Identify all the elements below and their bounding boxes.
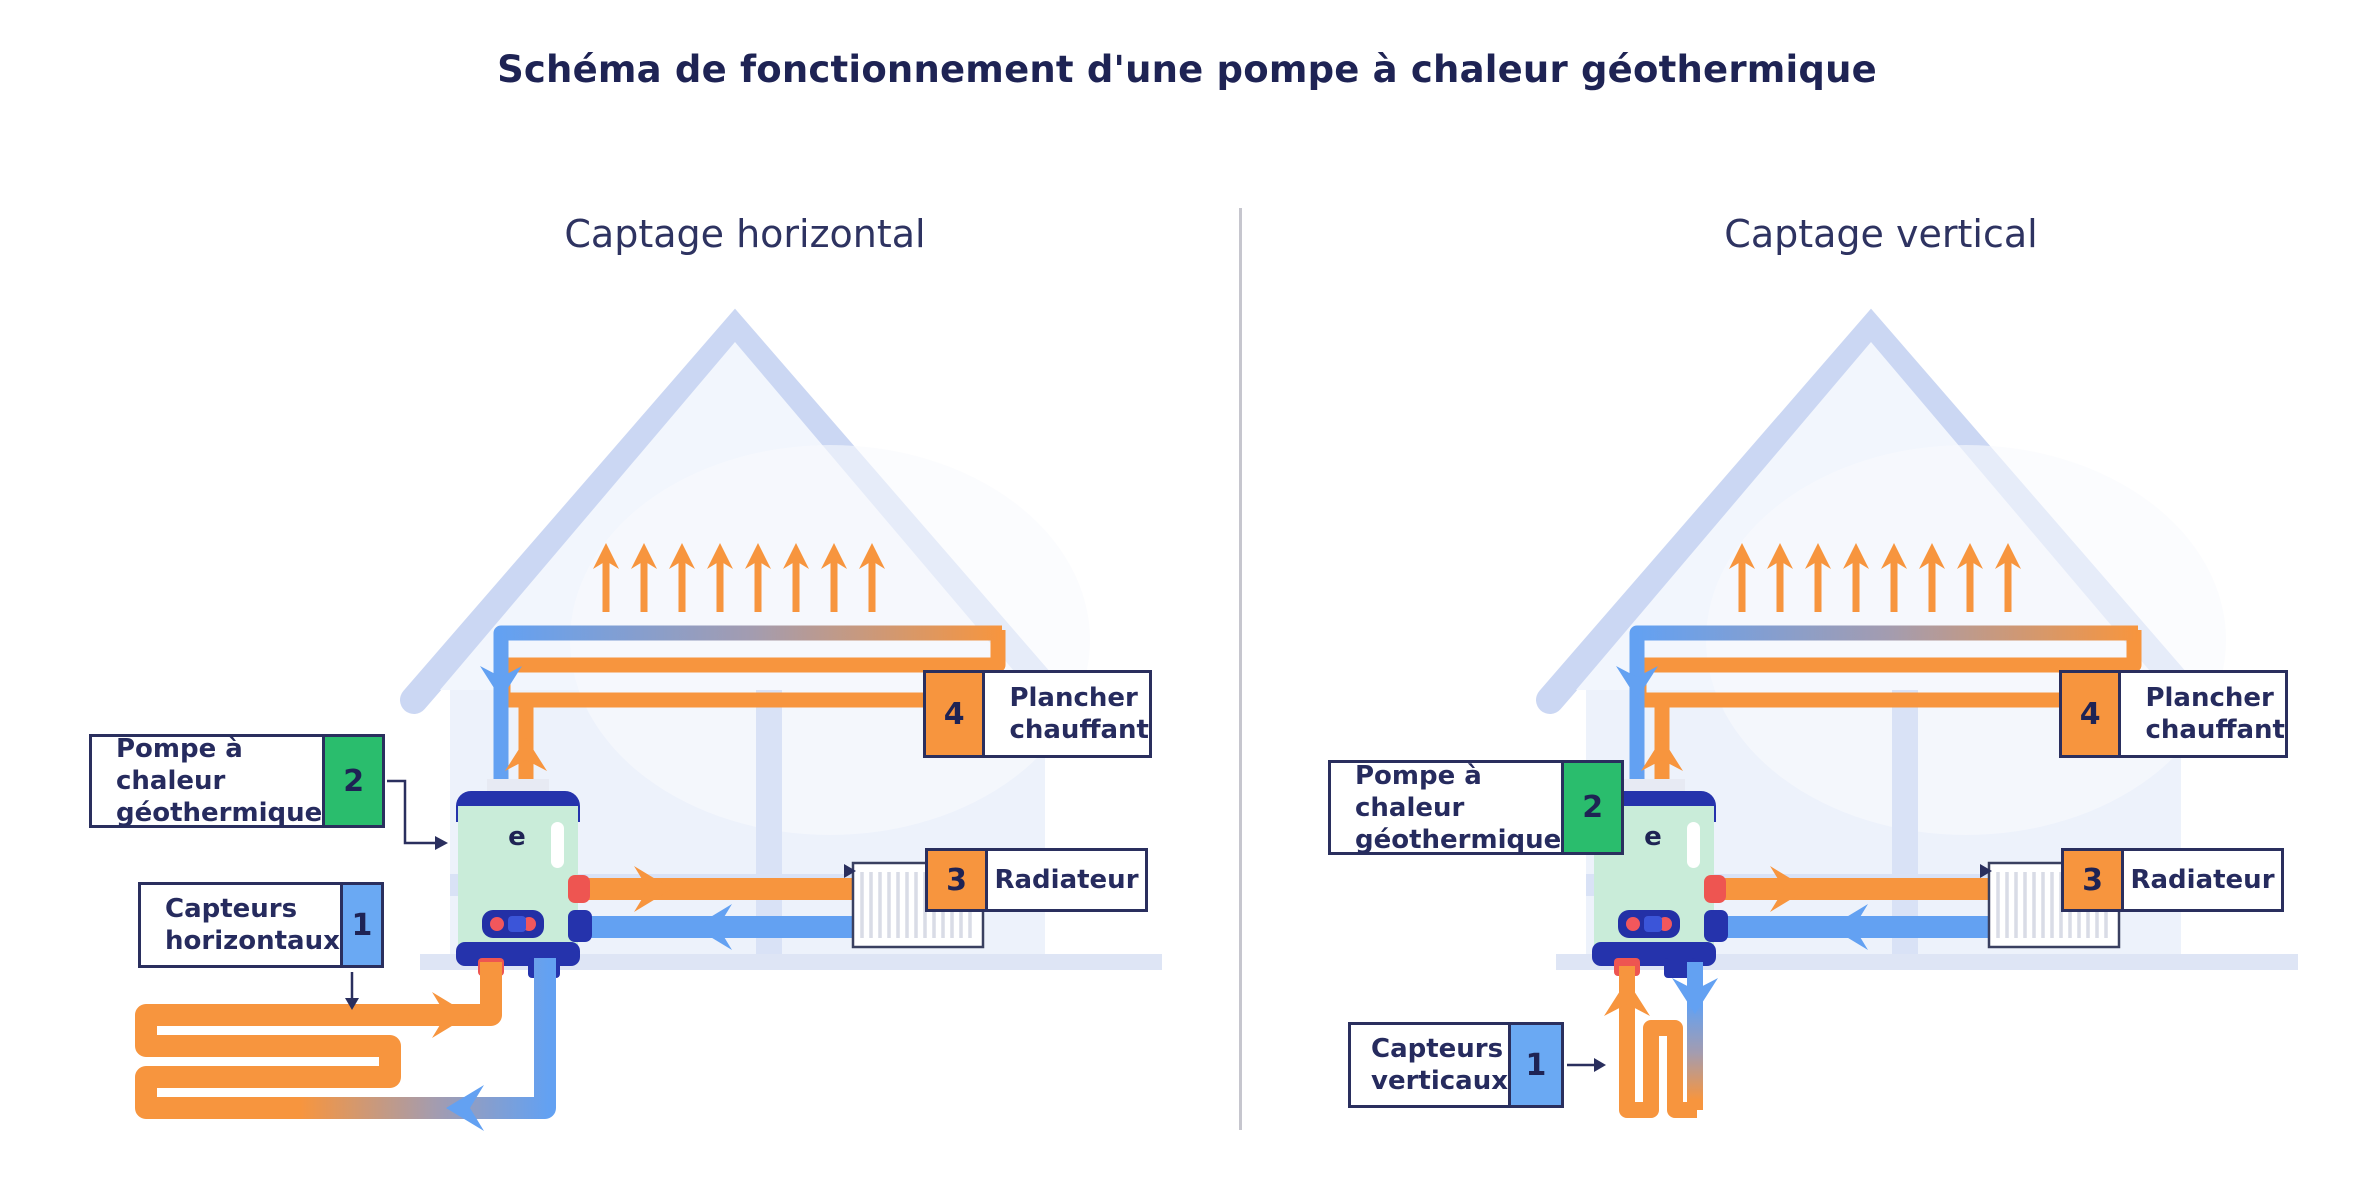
label-plancher-chauffant-left: 4 Plancher chauffant — [923, 670, 1152, 758]
vertical-ground-loop — [1619, 966, 1697, 1118]
down-arrowhead — [1672, 978, 1718, 1014]
label-line: Plancher — [1009, 683, 1138, 713]
label-capteurs-horizontaux: Capteurs horizontaux 1 — [138, 882, 384, 968]
step-badge-3: 3 — [2064, 851, 2124, 909]
step-badge-2: 2 — [1561, 763, 1621, 852]
scene-captage-horizontal — [135, 330, 1162, 1131]
step-badge-4: 4 — [2062, 673, 2122, 755]
label-line: chauffant — [1009, 715, 1149, 745]
label-pompe-horizontal: Pompe à chaleur géothermique 2 — [89, 734, 385, 828]
ground-return-pipe — [300, 958, 556, 1119]
connector-arrowhead — [345, 998, 359, 1010]
label-line: Radiateur — [994, 865, 1139, 895]
step-badge-1: 1 — [1507, 1025, 1561, 1105]
label-line: Pompe à chaleur — [116, 734, 243, 796]
horizontal-ground-loop — [135, 962, 502, 1119]
label-pompe-vertical: Pompe à chaleur géothermique 2 — [1328, 760, 1624, 855]
connector-arrowhead — [435, 836, 448, 850]
label-line: Capteurs — [1371, 1034, 1504, 1064]
label-line: géothermique — [1355, 824, 1562, 855]
label-line: Capteurs — [165, 894, 298, 924]
step-badge-2: 2 — [322, 737, 382, 825]
label-line: verticaux — [1371, 1066, 1508, 1096]
label-line: géothermique — [116, 798, 323, 828]
label-line: Plancher — [2145, 683, 2274, 713]
label-line: chauffant — [2145, 715, 2285, 745]
step-badge-1: 1 — [339, 885, 381, 965]
left-arrowhead — [446, 1085, 484, 1131]
label-line: Radiateur — [2130, 865, 2275, 895]
right-arrowhead — [432, 992, 470, 1038]
up-arrowhead — [1604, 980, 1650, 1016]
panel-title-horizontal: Captage horizontal — [564, 212, 926, 256]
scene-captage-vertical — [1550, 330, 2298, 1118]
label-capteurs-verticaux: Capteurs verticaux 1 — [1348, 1022, 1564, 1108]
step-badge-4: 4 — [926, 673, 986, 755]
step-badge-3: 3 — [928, 851, 988, 909]
label-line: horizontaux — [165, 926, 340, 956]
label-line: Pompe à chaleur — [1355, 760, 1482, 823]
pompe-label-connector — [387, 779, 436, 845]
panel-divider — [1239, 208, 1242, 1130]
connector-arrowhead — [1594, 1058, 1606, 1072]
page-title: Schéma de fonctionnement d'une pompe à c… — [497, 48, 1877, 91]
label-plancher-chauffant-right: 4 Plancher chauffant — [2059, 670, 2288, 758]
label-radiateur-left: 3 Radiateur — [925, 848, 1148, 912]
label-radiateur-right: 3 Radiateur — [2061, 848, 2284, 912]
panel-title-vertical: Captage vertical — [1724, 212, 2038, 256]
